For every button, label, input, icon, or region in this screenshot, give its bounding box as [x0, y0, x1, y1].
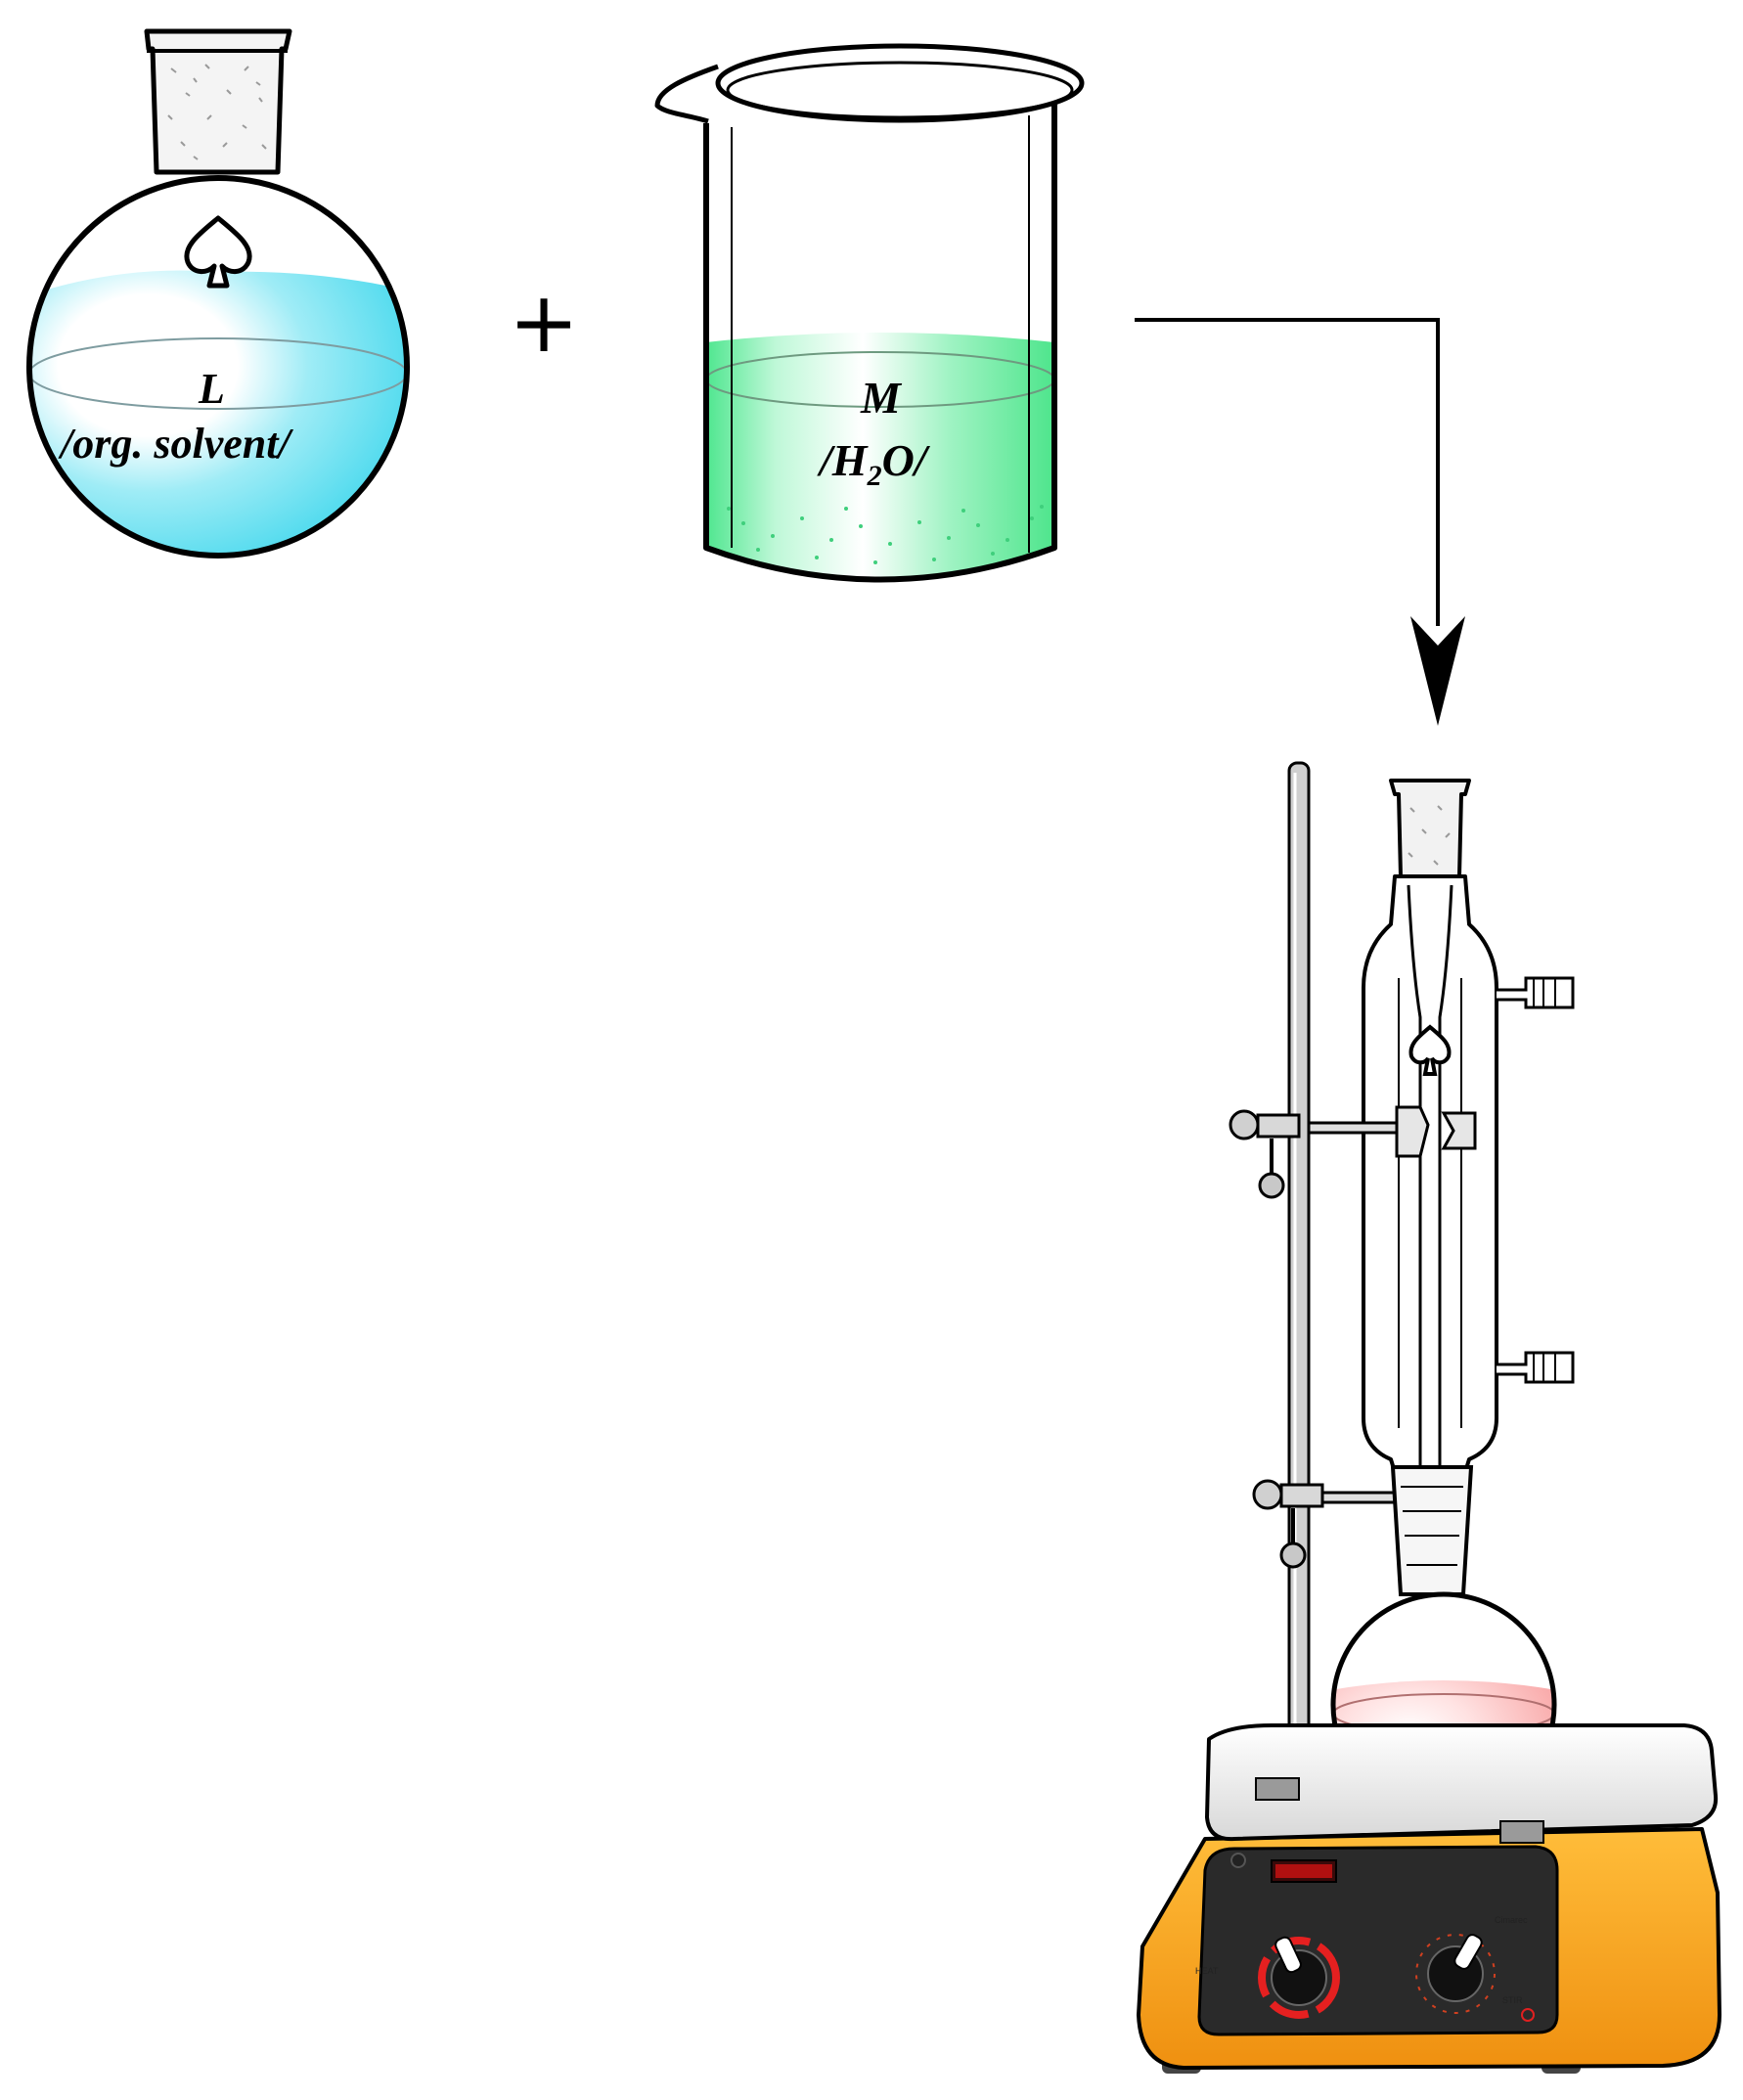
reagent-m-label: M: [861, 373, 901, 423]
reagent-l-solvent: /org. solvent/: [61, 420, 290, 468]
heat-label: HEAT: [1195, 1966, 1219, 1976]
round-bottom-flask-l: [26, 28, 410, 559]
beaker-m: [654, 43, 1085, 583]
reflux-apparatus: [1229, 761, 1575, 1818]
brand-label: Cimarec: [1495, 1915, 1528, 1925]
plus-sign: +: [509, 274, 580, 372]
process-arrow: [1135, 318, 1465, 726]
solvent-suffix: O/: [881, 435, 927, 485]
solvent-subscript: 2: [867, 460, 882, 493]
reagent-m-solvent: /H2O/: [820, 434, 927, 493]
upper-clamp: [1229, 1105, 1477, 1199]
stir-label: STIR: [1502, 1995, 1523, 2005]
reagent-l-label: L: [199, 365, 225, 413]
solvent-prefix: /H: [820, 435, 868, 485]
hotplate-stirrer: [1137, 1723, 1721, 2074]
